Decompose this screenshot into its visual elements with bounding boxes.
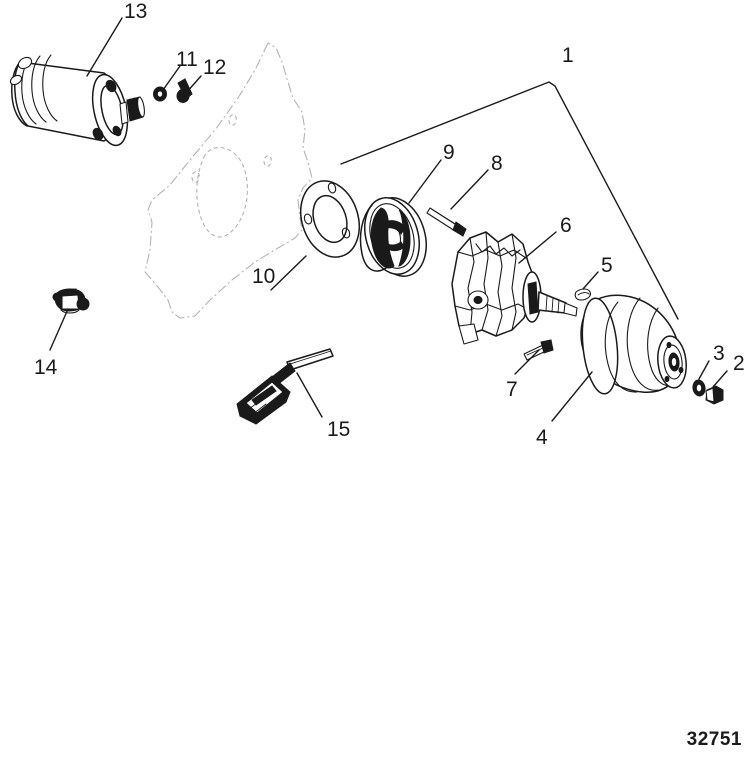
callout-label-9: 9 <box>443 141 455 164</box>
callout-label-1: 1 <box>562 44 574 67</box>
callout-label-10: 10 <box>252 265 276 288</box>
callout-label-3: 3 <box>713 342 725 365</box>
callout-label-5: 5 <box>601 254 613 277</box>
leader-4 <box>551 371 593 422</box>
part-7-hex-head-bolt <box>523 339 554 361</box>
leader-14 <box>49 308 69 351</box>
callout-label-14: 14 <box>34 356 58 379</box>
callout-label-12: 12 <box>203 56 227 79</box>
callout-label-15: 15 <box>327 418 351 441</box>
part-14-fitting-connector <box>52 288 90 314</box>
figure-code: 32751 <box>686 729 742 750</box>
callout-label-13: 13 <box>124 0 148 23</box>
leader-8 <box>450 169 489 210</box>
part-12-stud-bolt <box>176 78 193 103</box>
mounting-bracket-phantom <box>144 42 313 319</box>
part-2-hex-nut <box>705 385 724 405</box>
callout-label-2: 2 <box>733 352 745 375</box>
leader-9 <box>408 159 442 204</box>
part-13-starter-motor <box>9 54 145 147</box>
callout-label-7: 7 <box>506 378 518 401</box>
part-3-flat-washer <box>692 379 706 397</box>
part-8-hex-head-bolt <box>426 207 467 237</box>
leader-7 <box>514 349 540 375</box>
leader-1 <box>340 81 679 320</box>
leader-11 <box>162 65 181 91</box>
leader-6 <box>518 231 557 264</box>
part-15-wire-harness-lead <box>236 348 334 425</box>
part-9-impeller-rotor <box>359 197 427 277</box>
leader-15 <box>296 372 323 418</box>
leader-3 <box>698 360 710 380</box>
part-6-pump-housing <box>451 231 578 345</box>
callout-label-11: 11 <box>176 48 198 71</box>
callout-label-8: 8 <box>491 152 503 175</box>
part-10-face-gasket-plate <box>300 180 360 258</box>
callout-label-4: 4 <box>536 426 548 449</box>
leader-lines <box>49 17 728 422</box>
callout-label-6: 6 <box>560 214 572 237</box>
part-4-drive-pulley <box>580 294 687 395</box>
part-11-lock-nut <box>153 86 167 102</box>
leader-2 <box>712 370 728 388</box>
leader-10 <box>270 255 307 291</box>
leader-12 <box>185 75 202 94</box>
part-5-woodruff-key <box>574 288 591 301</box>
leader-5 <box>582 271 599 290</box>
leader-13 <box>86 17 123 77</box>
